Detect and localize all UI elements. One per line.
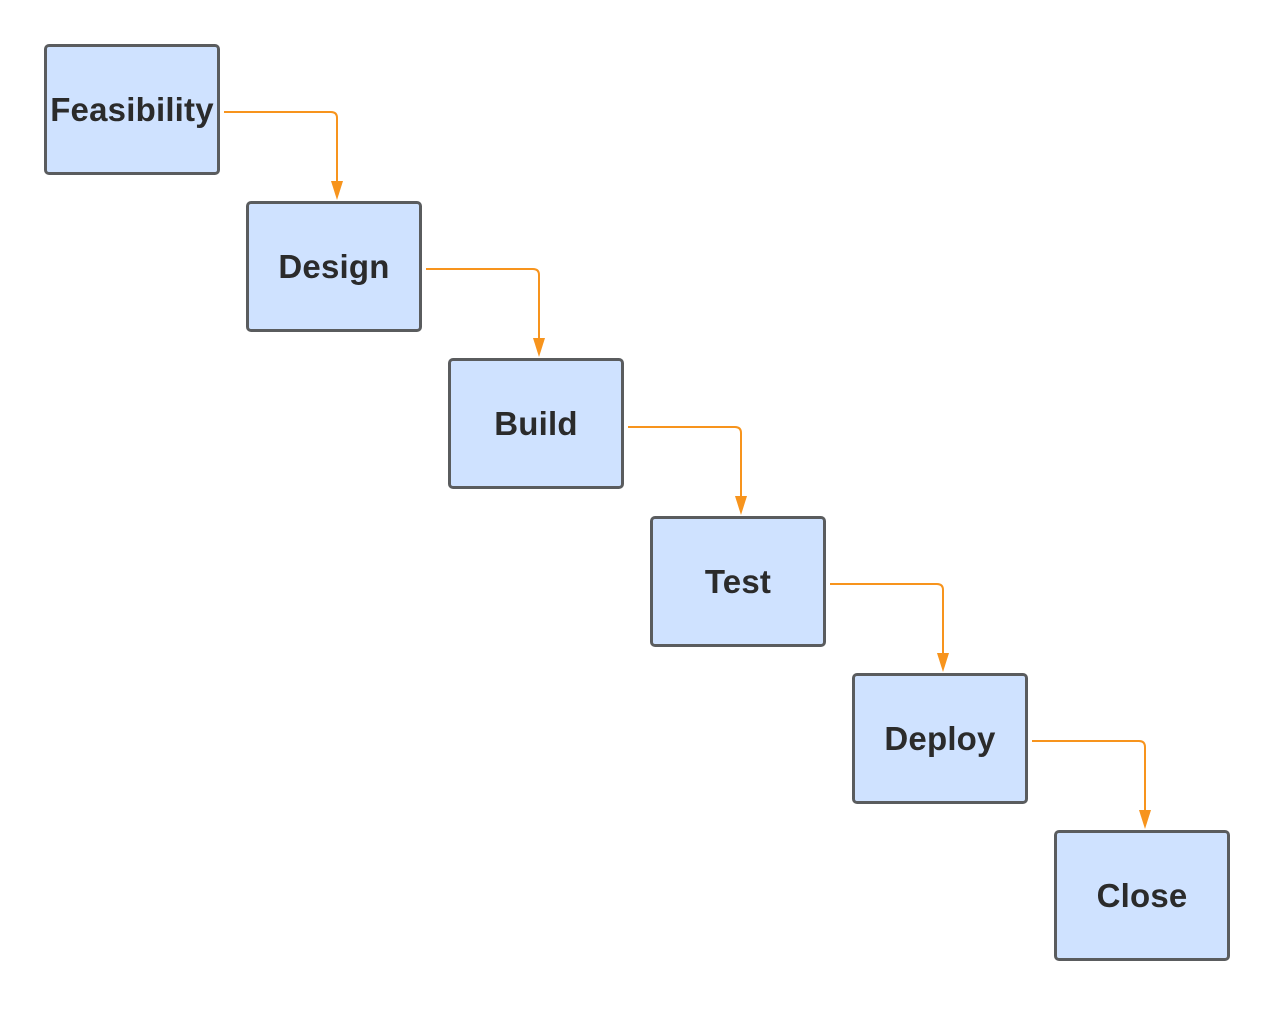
node-label-close: Close <box>1096 876 1188 914</box>
node-close[interactable]: Close <box>1054 830 1230 961</box>
node-label-design: Design <box>278 247 390 285</box>
node-design[interactable]: Design <box>246 201 422 332</box>
node-deploy[interactable]: Deploy <box>852 673 1028 804</box>
node-label-deploy: Deploy <box>884 719 996 757</box>
connector-test-to-deploy <box>830 583 949 672</box>
node-label-build: Build <box>494 404 578 442</box>
connector-build-to-test <box>628 426 747 515</box>
node-label-feasibility: Feasibility <box>50 90 214 128</box>
connector-deploy-to-close <box>1032 740 1151 829</box>
node-test[interactable]: Test <box>650 516 826 647</box>
node-feasibility[interactable]: Feasibility <box>44 44 220 175</box>
node-build[interactable]: Build <box>448 358 624 489</box>
connector-feasibility-to-design <box>224 111 343 200</box>
node-label-test: Test <box>704 562 772 600</box>
connector-design-to-build <box>426 268 545 357</box>
